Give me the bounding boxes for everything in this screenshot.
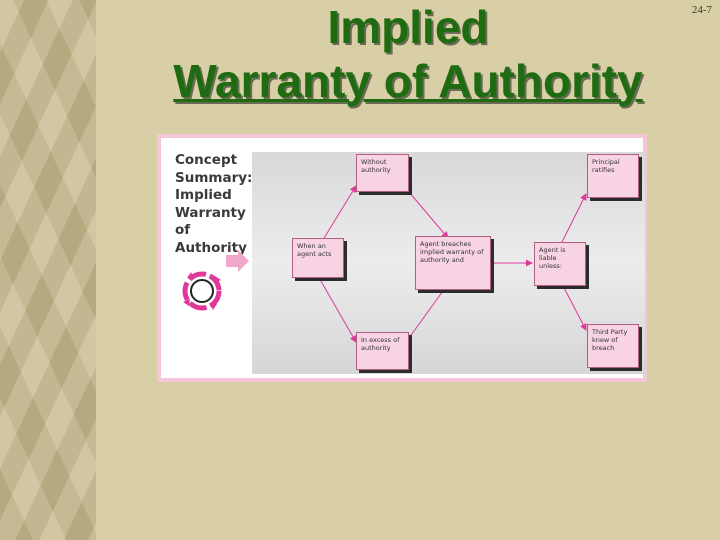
concept-line: Authority xyxy=(175,239,247,256)
concept-line: Concept xyxy=(175,152,238,168)
concept-line: Warranty xyxy=(175,204,246,221)
box-third-party-knew: Third Party knew of breach xyxy=(587,324,639,368)
cycle-icon xyxy=(182,271,222,311)
slide-title: Implied Warranty of Authority xyxy=(96,0,720,108)
slide-number: 24-7 xyxy=(691,4,712,16)
concept-line: Implied xyxy=(175,187,232,203)
entry-arrow-icon xyxy=(226,250,249,272)
concept-line: of xyxy=(175,222,191,238)
textured-side-strip xyxy=(0,0,96,540)
box-agent-breaches: Agent breaches implied warranty of autho… xyxy=(415,236,491,290)
flow-panel: When an agent acts Without authority In … xyxy=(226,152,645,374)
box-agent-liable: Agent is liable unless: xyxy=(534,242,586,286)
figure-inner: Concept Summary: Implied Warranty of Aut… xyxy=(161,138,645,378)
title-line-1: Implied xyxy=(327,1,489,53)
title-line-2: Warranty of Authority xyxy=(173,55,643,107)
concept-summary-figure: Concept Summary: Implied Warranty of Aut… xyxy=(157,134,647,382)
flow-arrows xyxy=(317,185,587,343)
concept-summary-heading: Concept Summary: Implied Warranty of Aut… xyxy=(175,152,255,257)
box-when-agent-acts: When an agent acts xyxy=(292,238,344,278)
concept-line: Summary: xyxy=(175,169,253,186)
box-in-excess-of-authority: In excess of authority xyxy=(356,332,409,370)
box-without-authority: Without authority xyxy=(356,154,409,192)
box-principal-ratifies: Principal ratifies xyxy=(587,154,639,198)
